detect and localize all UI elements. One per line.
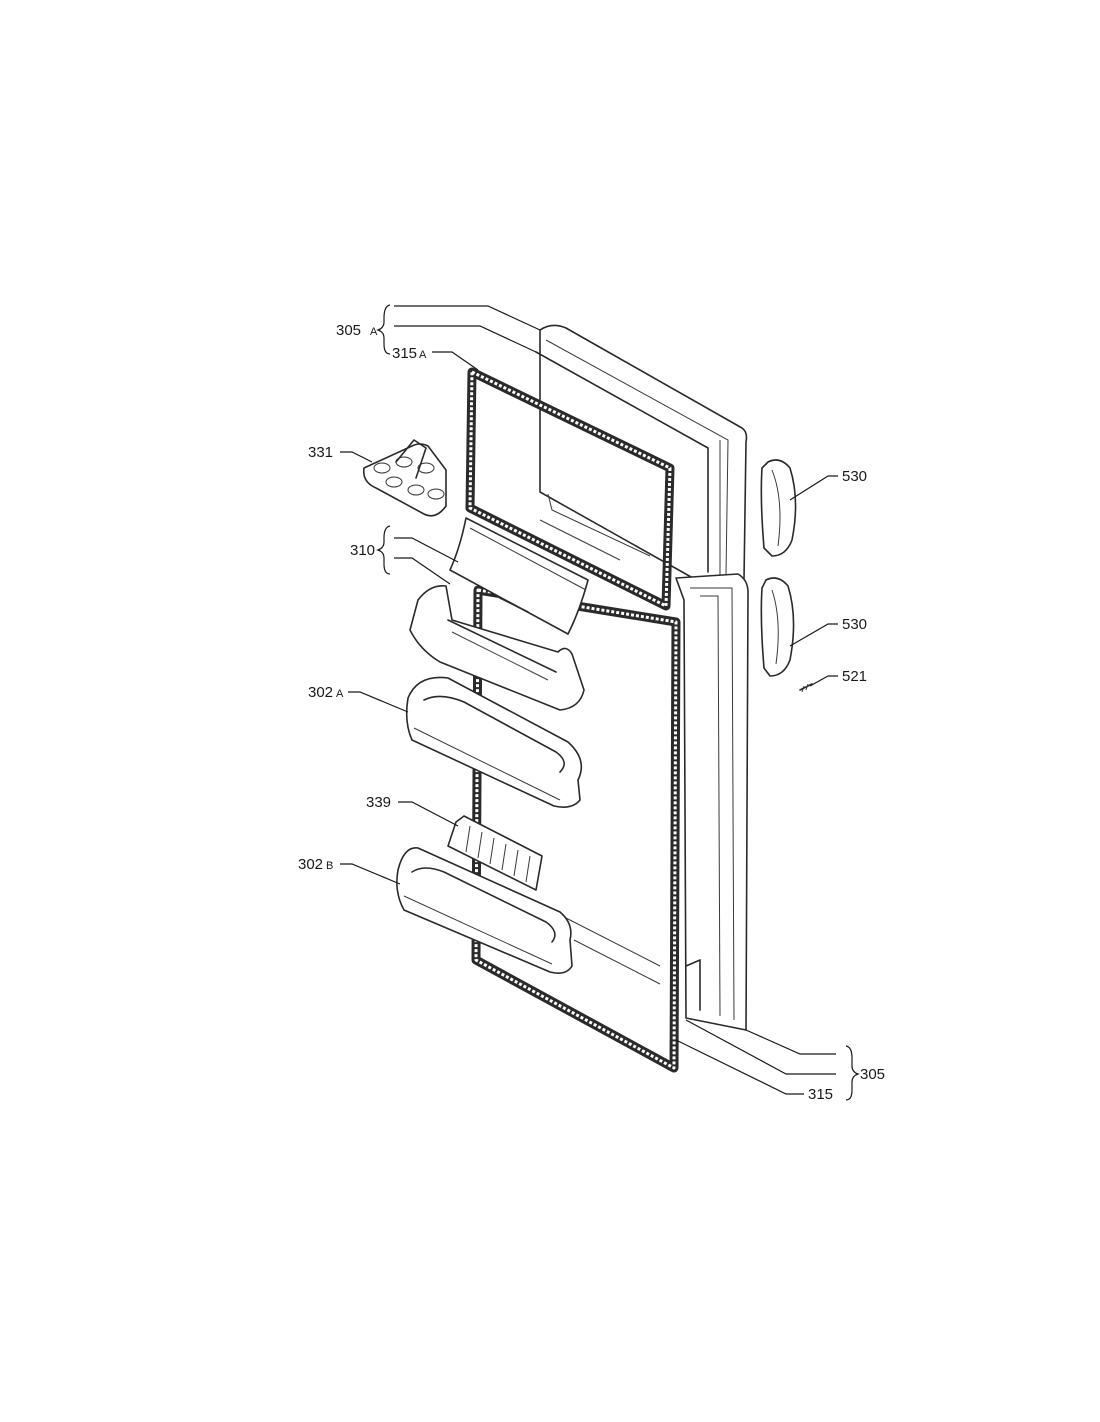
label-331: 331: [308, 444, 333, 461]
freezer-gasket: [465, 367, 675, 611]
label-305: 305: [860, 1066, 885, 1083]
handle-bottom: [760, 577, 795, 677]
label-302a-suffix: A: [336, 688, 344, 700]
leader-lines: [340, 304, 860, 1101]
screw: [799, 683, 813, 693]
upper-door-shelf: [409, 584, 585, 711]
label-302a: 302: [308, 684, 333, 701]
label-315a: 315: [392, 345, 417, 362]
bottle-divider: [447, 815, 543, 891]
label-530-top: 530: [842, 468, 867, 485]
dairy-cover: [449, 517, 589, 635]
handle-top: [760, 459, 797, 557]
label-521: 521: [842, 668, 867, 685]
label-305a: 305: [336, 322, 361, 339]
bottle-shelf-a: [405, 676, 583, 808]
label-315a-suffix: A: [419, 349, 427, 361]
label-339: 339: [366, 794, 391, 811]
label-530-bottom: 530: [842, 616, 867, 633]
bottle-shelf-b: [396, 847, 573, 974]
part-labels: 305 A 315 A 331 310 302 A 339 302 B 530 …: [298, 322, 885, 1103]
label-305a-suffix: A: [370, 326, 378, 338]
egg-tray: [362, 439, 447, 517]
label-302b-suffix: B: [326, 860, 333, 872]
label-315: 315: [808, 1086, 833, 1103]
label-310: 310: [350, 542, 375, 559]
fridge-door: [675, 573, 749, 1031]
label-302b: 302: [298, 856, 323, 873]
